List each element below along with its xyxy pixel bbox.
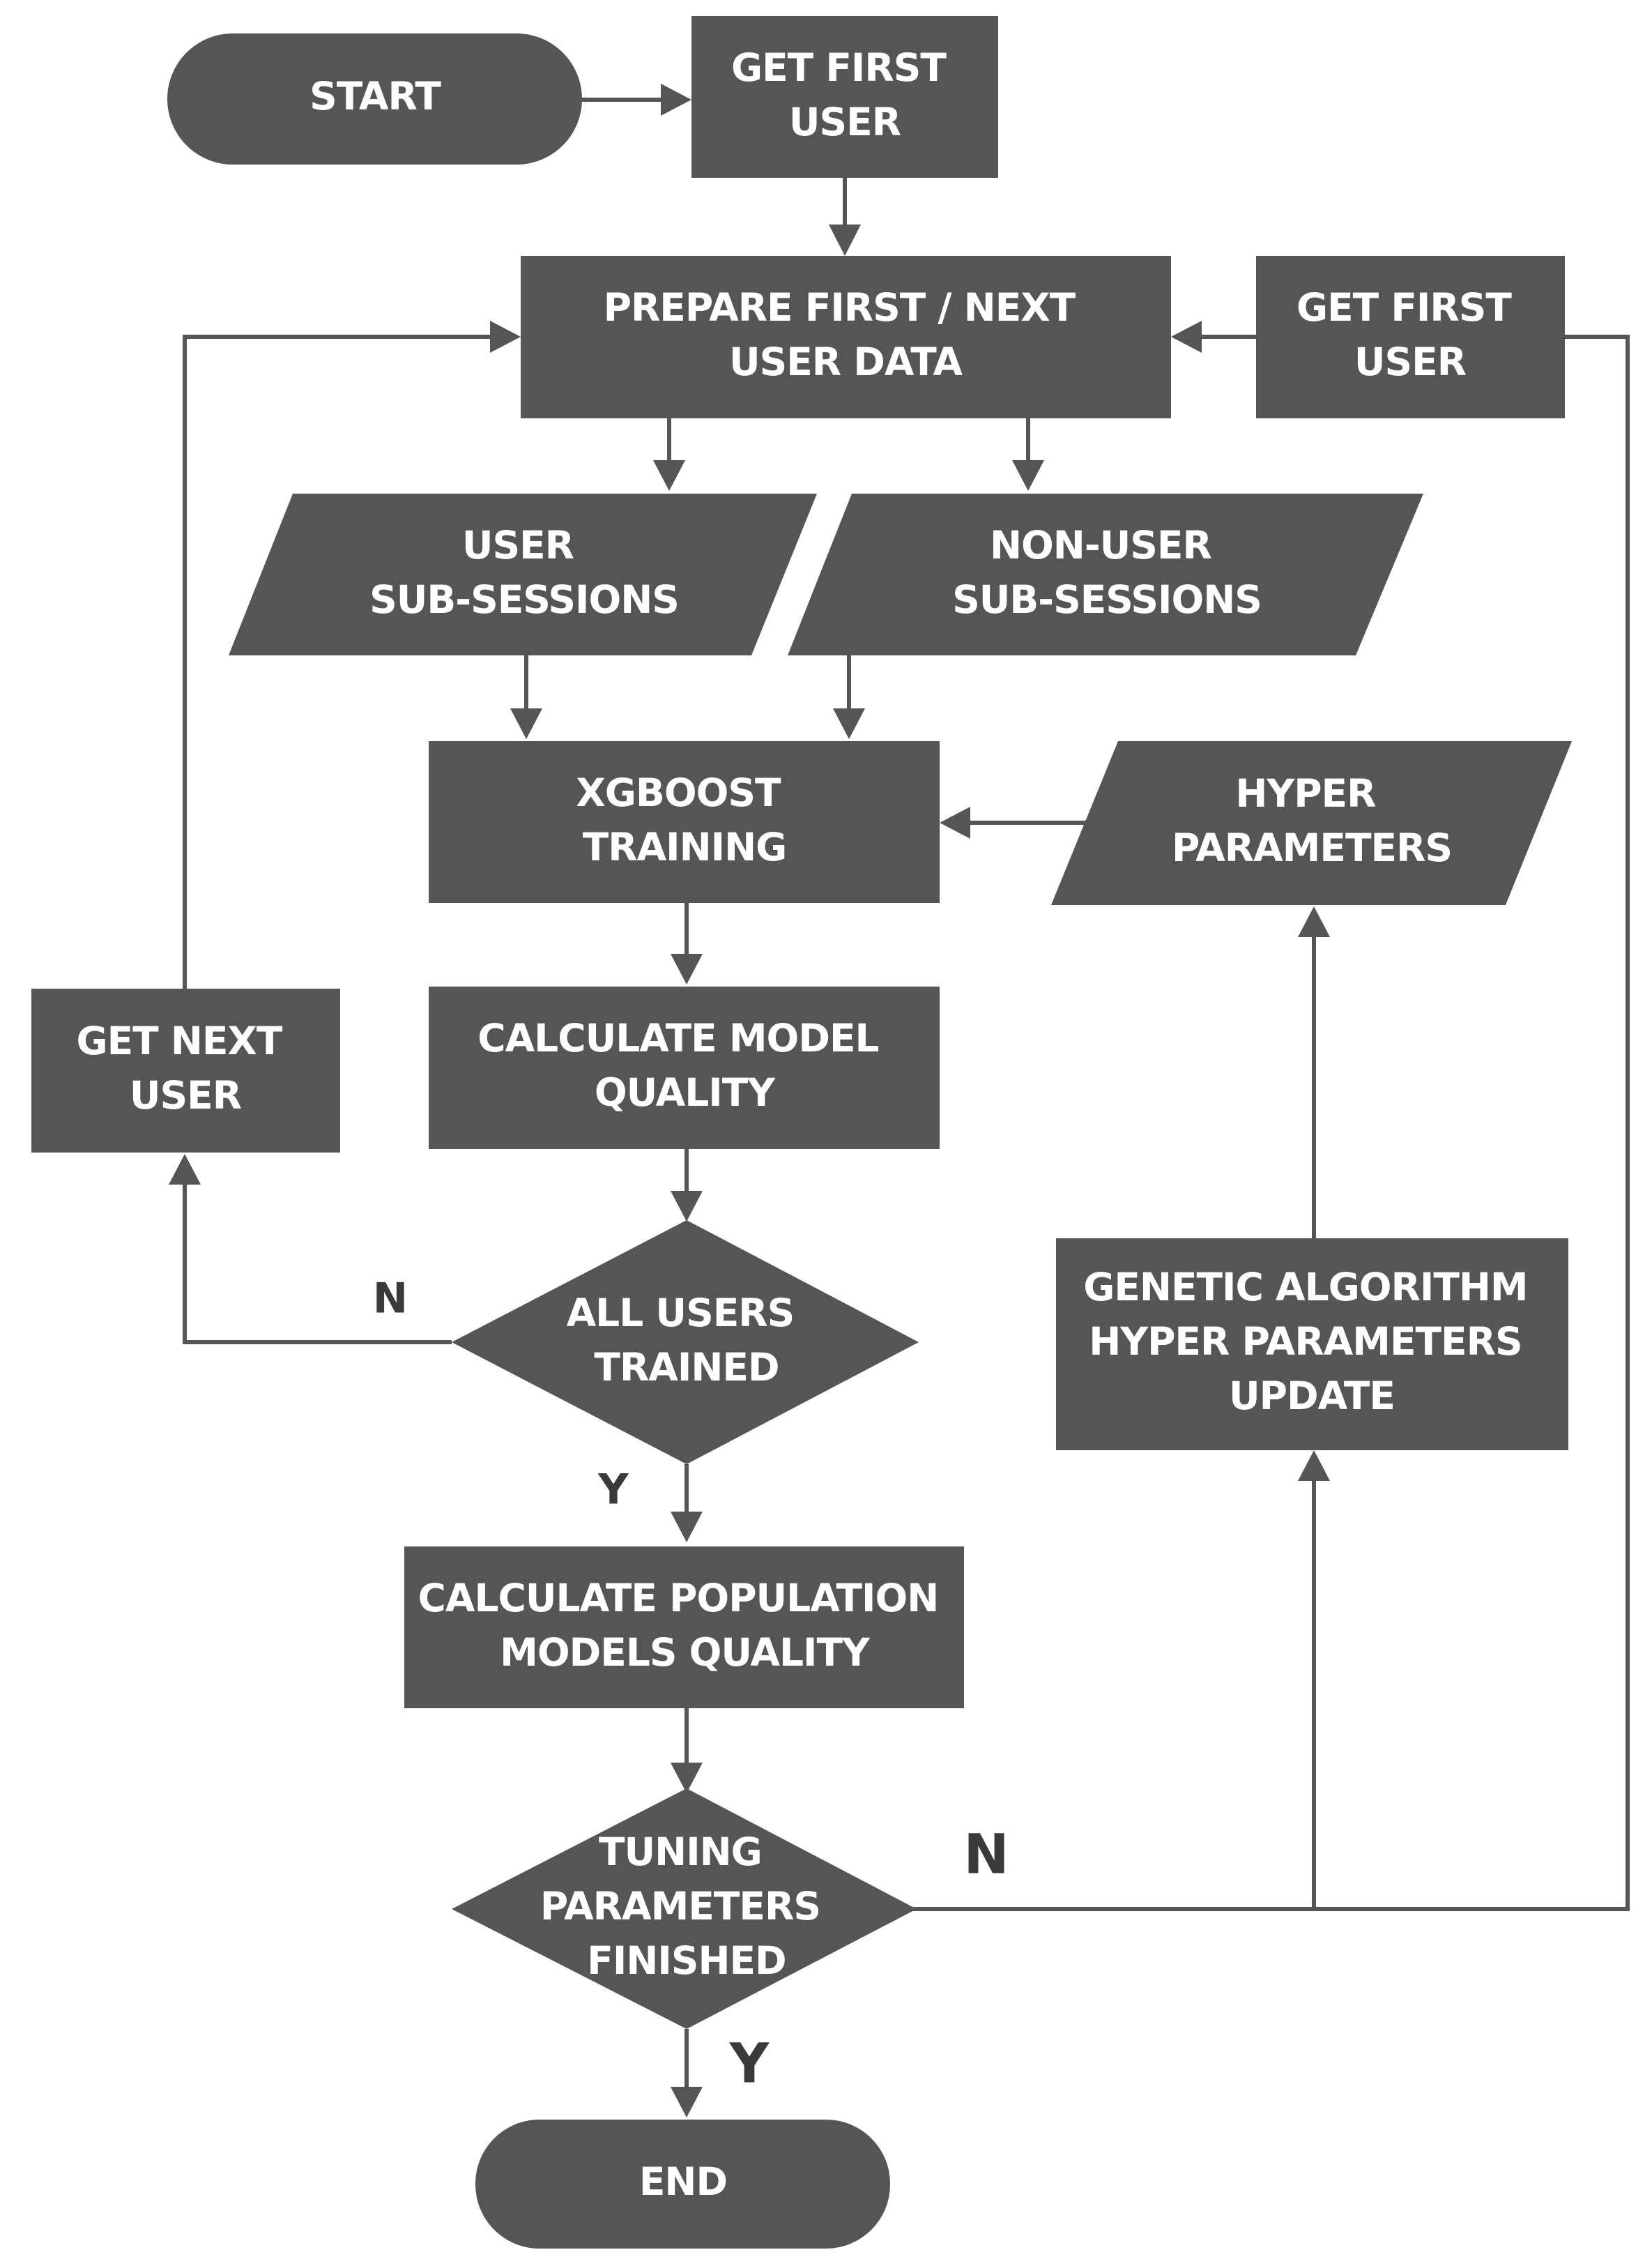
arrow-head-icon xyxy=(1012,460,1044,491)
xgboost-training-box: XGBOOST TRAINING xyxy=(429,741,940,903)
calculate-model-quality-box: CALCULATE MODEL QUALITY xyxy=(429,987,940,1149)
calculate-model-quality-label: CALCULATE MODEL QUALITY xyxy=(477,1016,892,1115)
user-sub-sessions-label: USER SUB-SESSIONS xyxy=(369,523,679,622)
get-first-user-right-box: GET FIRST USER xyxy=(1256,256,1565,418)
arrow-head-icon xyxy=(510,708,542,739)
genetic-algorithm-update-box: GENETIC ALGORITHM HYPER PARAMETERS UPDAT… xyxy=(1056,1238,1568,1450)
non-user-sub-sessions-parallelogram: NON-USER SUB-SESSIONS xyxy=(788,494,1423,655)
arrow-head-icon xyxy=(1171,321,1202,353)
all-users-trained-decision: ALL USERS TRAINED xyxy=(452,1220,919,1464)
arrow-head-icon xyxy=(1298,1450,1330,1481)
get-next-user-box: GET NEXT USER xyxy=(31,989,340,1153)
hyper-parameters-parallelogram: HYPER PARAMETERS xyxy=(1051,741,1572,905)
get-first-user-right-label: GET FIRST USER xyxy=(1297,285,1524,384)
all-users-trained-label: ALL USERS TRAINED xyxy=(567,1291,807,1390)
arrow-head-icon xyxy=(490,321,521,353)
start-terminator: START xyxy=(167,33,582,165)
prepare-user-data-label: PREPARE FIRST / NEXT USER DATA xyxy=(604,285,1088,384)
end-label: END xyxy=(639,2159,727,2204)
tuning-yes-label: Y xyxy=(729,2032,770,2095)
arrow-head-icon xyxy=(671,1763,703,1793)
nodes: START GET FIRST USER PREPARE FIRST / NEX… xyxy=(31,16,1572,2249)
calculate-population-quality-box: CALCULATE POPULATION MODELS QUALITY xyxy=(404,1546,964,1708)
all-users-yes-label: Y xyxy=(597,1466,629,1514)
branch-labels: N Y N Y xyxy=(373,1275,1009,2096)
get-next-user-label: GET NEXT USER xyxy=(76,1019,294,1118)
edge-tuning-no-to-genetic xyxy=(913,335,1630,1911)
edges xyxy=(169,84,1630,2117)
xgboost-training-label: XGBOOST TRAINING xyxy=(576,770,793,869)
non-user-sub-sessions-label: NON-USER SUB-SESSIONS xyxy=(952,523,1262,622)
end-terminator: END xyxy=(475,2120,890,2249)
arrow-head-icon xyxy=(671,954,703,984)
get-first-user-top-box: GET FIRST USER xyxy=(691,16,998,178)
arrow-head-icon xyxy=(833,708,865,739)
arrow-head-icon xyxy=(671,1512,703,1542)
get-first-user-top-label: GET FIRST USER xyxy=(731,45,958,144)
start-label: START xyxy=(309,74,441,119)
genetic-algorithm-update-label: GENETIC ALGORITHM HYPER PARAMETERS UPDAT… xyxy=(1083,1265,1540,1418)
prepare-user-data-box: PREPARE FIRST / NEXT USER DATA xyxy=(521,256,1171,418)
user-sub-sessions-parallelogram: USER SUB-SESSIONS xyxy=(229,494,817,655)
tuning-parameters-finished-label: TUNING PARAMETERS FINISHED xyxy=(540,1830,833,1983)
arrow-head-icon xyxy=(671,1191,703,1222)
edge-all-users-no-to-get-next-user xyxy=(183,1183,452,1344)
arrow-head-icon xyxy=(1298,906,1330,937)
calculate-population-quality-label: CALCULATE POPULATION MODELS QUALITY xyxy=(418,1576,951,1675)
arrow-head-icon xyxy=(661,84,691,116)
arrow-head-icon xyxy=(671,2087,703,2117)
edge-get-next-user-to-prepare xyxy=(183,335,491,989)
tuning-no-label: N xyxy=(963,1823,1009,1886)
tuning-parameters-finished-decision: TUNING PARAMETERS FINISHED xyxy=(452,1788,917,2029)
all-users-no-label: N xyxy=(373,1275,408,1323)
arrow-head-icon xyxy=(940,807,970,839)
hyper-parameters-label: HYPER PARAMETERS xyxy=(1172,771,1452,870)
arrow-head-icon xyxy=(829,225,861,256)
arrow-head-icon xyxy=(653,460,685,491)
arrow-head-icon xyxy=(169,1154,201,1185)
